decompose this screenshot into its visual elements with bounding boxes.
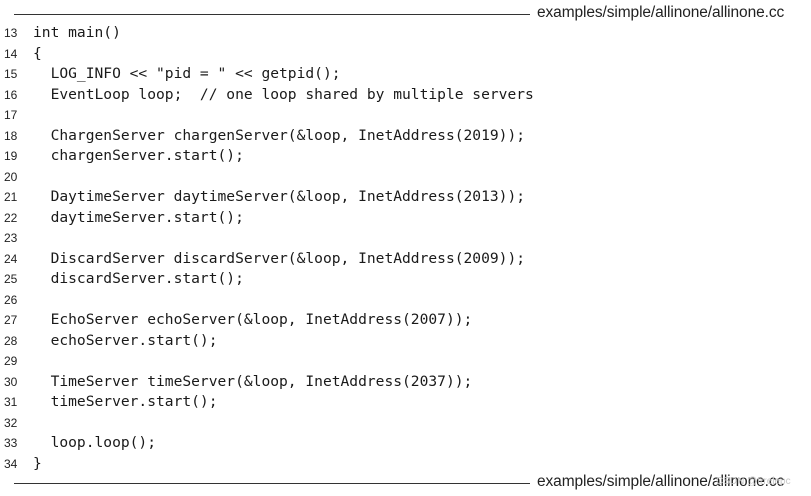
code-line: 31 timeServer.start(); [0, 392, 800, 413]
code-line: 13 int main() [0, 23, 800, 44]
code-line: 34} [0, 454, 800, 475]
code-text: { [33, 44, 42, 62]
code-text: timeServer.start(); [33, 393, 218, 410]
code-text: EchoServer echoServer(&loop, InetAddress… [33, 311, 473, 328]
line-number: 30 [4, 374, 18, 389]
line-number: 15 [4, 67, 18, 81]
line-number: 22 [4, 210, 18, 225]
line-number: 23 [4, 231, 18, 245]
code-line: 23 [0, 228, 800, 249]
code-line: 15 LOG_INFO << "pid = " << getpid(); [0, 64, 800, 85]
code-listing: 13 int main() 14 {15 LOG_INFO << "pid = " <… [0, 23, 800, 474]
code-line: 32 [0, 413, 800, 434]
code-text: EventLoop loop; // one loop shared by mu… [33, 85, 534, 103]
code-text: DiscardServer discardServer(&loop, InetA… [33, 249, 526, 267]
line-number: 25 [4, 272, 18, 286]
code-line: 18 ChargenServer chargenServer(&loop, In… [0, 126, 800, 147]
code-line: 26 [0, 290, 800, 311]
line-number: 32 [4, 415, 18, 430]
line-number: 34 [4, 456, 18, 471]
line-number: 31 [4, 395, 18, 409]
top-rule [14, 14, 530, 15]
code-line: 14 { [0, 44, 800, 65]
code-line: 21 DaytimeServer daytimeServer(&loop, In… [0, 187, 800, 208]
code-text: daytimeServer.start(); [33, 208, 244, 226]
line-number: 13 [4, 26, 18, 40]
line-number: 29 [4, 354, 18, 368]
code-line: 27 EchoServer echoServer(&loop, InetAddr… [0, 310, 800, 331]
file-label-bottom: examples/simple/allinone/allinone.cc [537, 473, 785, 490]
line-number: 21 [4, 190, 18, 204]
line-number: 26 [4, 292, 18, 307]
code-line: 24 DiscardServer discardServer(&loop, In… [0, 249, 800, 270]
code-text: TimeServer timeServer(&loop, InetAddress… [33, 372, 473, 390]
line-number: 28 [4, 333, 18, 348]
code-line: 19 chargenServer.start(); [0, 146, 800, 167]
code-line: 22 daytimeServer.start(); [0, 208, 800, 229]
code-text: DaytimeServer daytimeServer(&loop, InetA… [33, 188, 526, 205]
line-number: 33 [4, 436, 18, 450]
file-label-top: examples/simple/allinone/allinone.cc [537, 4, 785, 21]
code-line: 25 discardServer.start(); [0, 269, 800, 290]
watermark: CSDN @Irrelepc [716, 476, 791, 487]
code-text: LOG_INFO << "pid = " << getpid(); [33, 65, 341, 82]
code-text: int main() [33, 24, 121, 41]
bottom-rule [14, 483, 530, 484]
code-text: ChargenServer chargenServer(&loop, InetA… [33, 126, 526, 144]
code-text: loop.loop(); [33, 434, 157, 451]
line-number: 24 [4, 251, 18, 266]
code-text: } [33, 454, 42, 472]
code-text: chargenServer.start(); [33, 147, 244, 164]
code-line: 28 echoServer.start(); [0, 331, 800, 352]
line-number: 18 [4, 128, 18, 143]
line-number: 27 [4, 313, 18, 327]
code-line: 29 [0, 351, 800, 372]
code-text: discardServer.start(); [33, 270, 244, 287]
line-number: 14 [4, 46, 18, 61]
line-number: 19 [4, 149, 18, 163]
code-line: 33 loop.loop(); [0, 433, 800, 454]
code-text: echoServer.start(); [33, 331, 218, 349]
line-number: 20 [4, 169, 18, 184]
code-line: 16 EventLoop loop; // one loop shared by… [0, 85, 800, 106]
code-line: 17 [0, 105, 800, 126]
code-line: 20 [0, 167, 800, 188]
line-number: 17 [4, 108, 18, 122]
code-line: 30 TimeServer timeServer(&loop, InetAddr… [0, 372, 800, 393]
line-number: 16 [4, 87, 18, 102]
